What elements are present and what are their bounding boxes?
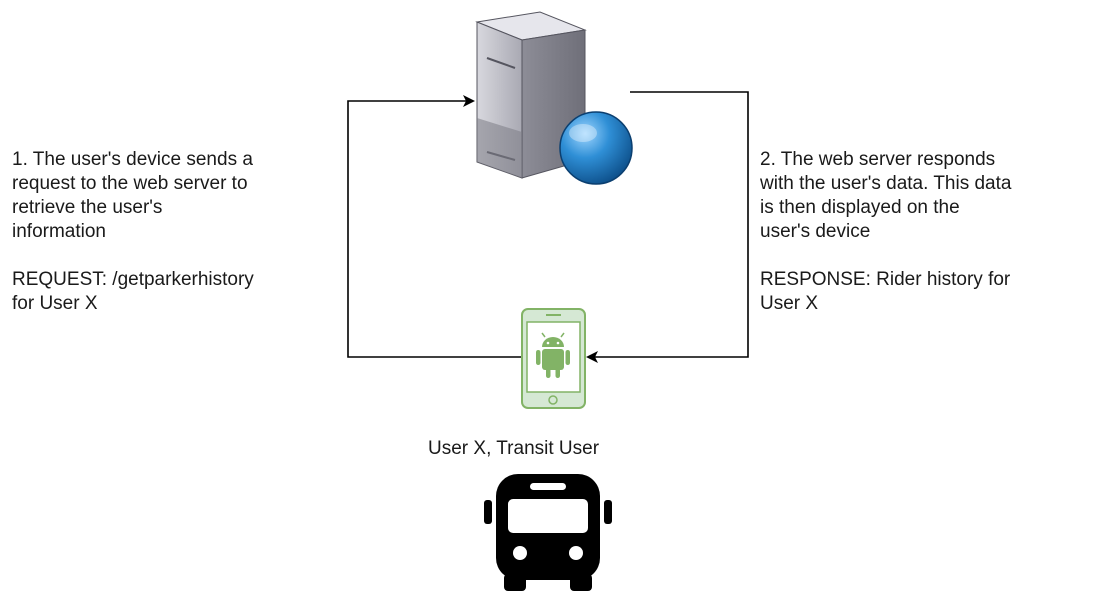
user-caption: User X, Transit User (428, 438, 600, 459)
response-payload-line: User X (760, 293, 819, 314)
request-line: information (12, 221, 106, 242)
response-line: is then displayed on the (760, 197, 960, 218)
response-payload-line: RESPONSE: Rider history for (760, 269, 1011, 290)
request-line: 1. The user's device sends a (12, 149, 253, 170)
response-connector (586, 91, 749, 363)
response-line: user's device (760, 221, 871, 242)
bus-icon (484, 474, 612, 591)
response-line: 2. The web server responds (760, 149, 996, 170)
request-endpoint-line: for User X (12, 293, 98, 314)
web-server-icon (475, 11, 633, 185)
request-line: request to the web server to (12, 173, 248, 194)
android-phone-icon (521, 308, 586, 409)
request-connector (347, 95, 522, 358)
request-endpoint-line: REQUEST: /getparkerhistory (12, 269, 254, 290)
response-description: 2. The web server responds with the user… (760, 148, 1011, 316)
response-line: with the user's data. This data (760, 173, 1012, 194)
request-line: retrieve the user's (12, 197, 163, 218)
request-description: 1. The user's device sends a request to … (12, 148, 254, 316)
